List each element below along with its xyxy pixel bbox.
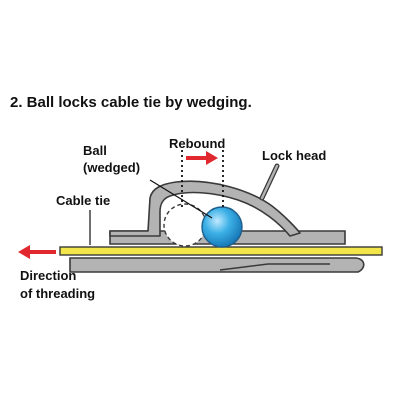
cable-tie [59,246,383,256]
lock-bottom-tongue [219,263,330,271]
direction-label-threading: of threading [20,286,95,301]
lock-head-leader-line [260,164,279,200]
ball [201,206,243,248]
threading-direction-arrow [18,245,56,259]
rebound-label: Rebound [169,136,225,151]
lock-head [109,180,301,237]
direction-label: Direction [20,268,76,283]
rebound-arrow [186,151,218,165]
ball-label-wedged: (wedged) [83,160,140,175]
ball-label: Ball [83,143,107,158]
diagram-title: 2. Ball locks cable tie by wedging. [10,94,252,111]
ball-leader-line [149,179,213,219]
lock-bottom-plate [69,257,365,273]
cable-tie-label: Cable tie [56,193,110,208]
lock-head-label: Lock head [262,148,326,163]
